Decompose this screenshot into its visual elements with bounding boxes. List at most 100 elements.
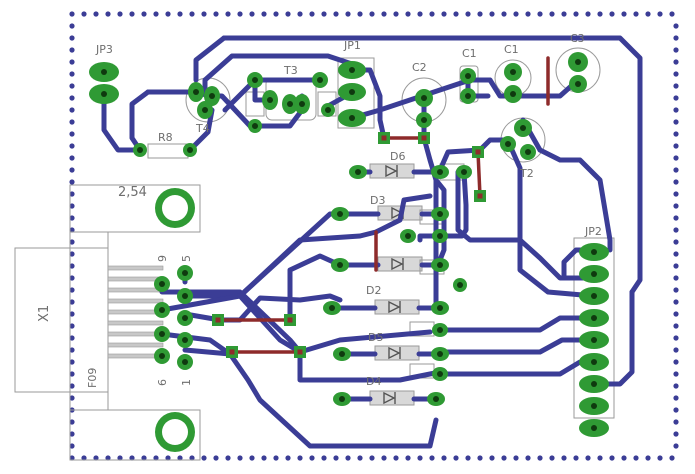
outline-dot bbox=[177, 11, 183, 17]
pad-d2-3-hole bbox=[437, 327, 443, 333]
outline-dot bbox=[69, 59, 75, 65]
pad-d3-3-hole bbox=[405, 233, 411, 239]
outline-dot bbox=[69, 251, 75, 257]
pad-t4-1-hole bbox=[193, 89, 199, 95]
pad-d5-1-hole bbox=[339, 351, 345, 357]
outline-dot bbox=[69, 167, 75, 173]
outline-dot bbox=[393, 11, 399, 17]
outline-dot bbox=[225, 455, 231, 461]
label-d5: D5 bbox=[368, 331, 383, 344]
pad-c1a-2-hole bbox=[465, 93, 471, 99]
pad-jumper-2-hole bbox=[287, 317, 293, 323]
outline-dot bbox=[657, 11, 663, 17]
outline-dot bbox=[673, 95, 679, 101]
label-d2: D2 bbox=[366, 284, 381, 297]
label-pin9: 9 bbox=[156, 255, 169, 262]
pad-jp2-6-hole bbox=[591, 359, 597, 365]
pad-c3-2-hole bbox=[575, 81, 581, 87]
outline-dot bbox=[69, 311, 75, 317]
outline-dot bbox=[609, 455, 615, 461]
outline-dot bbox=[69, 35, 75, 41]
outline-dot bbox=[417, 11, 423, 17]
outline-dot bbox=[69, 131, 75, 137]
pad-t3-3-hole bbox=[299, 101, 305, 107]
pad-d6-3-hole bbox=[461, 169, 467, 175]
outline-dot bbox=[429, 455, 435, 461]
label-pin5: 5 bbox=[180, 255, 193, 262]
pad-t3-5-hole bbox=[317, 77, 323, 83]
outline-dot bbox=[381, 11, 387, 17]
outline-dot bbox=[297, 11, 303, 17]
outline-dot bbox=[673, 83, 679, 89]
pad-jp2-2-hole bbox=[591, 271, 597, 277]
outline-dot bbox=[249, 11, 255, 17]
outline-dot bbox=[477, 11, 483, 17]
outline-dot bbox=[225, 11, 231, 17]
connector-x1 bbox=[14, 184, 201, 461]
label-c2: C2 bbox=[412, 61, 427, 74]
outline-dot bbox=[673, 119, 679, 125]
outline-dot bbox=[69, 179, 75, 185]
outline-dot bbox=[189, 11, 195, 17]
label-x1: X1 bbox=[37, 305, 52, 322]
pad-t2-3-hole bbox=[525, 149, 531, 155]
outline-dot bbox=[393, 455, 399, 461]
outline-dot bbox=[69, 371, 75, 377]
outline-dot bbox=[673, 275, 679, 281]
outline-dot bbox=[561, 11, 567, 17]
outline-dot bbox=[93, 11, 99, 17]
pad-x1-1-hole bbox=[182, 359, 188, 365]
pad-d-2-hole bbox=[437, 262, 443, 268]
board-outline bbox=[69, 11, 679, 461]
pad-jp2-9-hole bbox=[591, 425, 597, 431]
pad-jp1-2-hole bbox=[349, 89, 355, 95]
outline-dot bbox=[673, 287, 679, 293]
outline-dot bbox=[673, 239, 679, 245]
pad-jumper-4-hole bbox=[297, 349, 303, 355]
outline-dot bbox=[69, 323, 75, 329]
outline-dot bbox=[633, 11, 639, 17]
outline-dot bbox=[573, 11, 579, 17]
outline-dot bbox=[489, 455, 495, 461]
outline-dot bbox=[657, 455, 663, 461]
outline-dot bbox=[673, 155, 679, 161]
outline-dot bbox=[81, 11, 87, 17]
pad-r8-2-hole bbox=[187, 147, 193, 153]
pad-t2-2-hole bbox=[505, 141, 511, 147]
outline-dot bbox=[673, 47, 679, 53]
pad-t3-2-hole bbox=[287, 101, 293, 107]
outline-dot bbox=[81, 455, 87, 461]
label-jp2: JP2 bbox=[584, 225, 602, 238]
outline-dot bbox=[69, 299, 75, 305]
outline-dot bbox=[69, 347, 75, 353]
label-c3: C3 bbox=[570, 32, 585, 45]
pad-d5-2-hole bbox=[437, 351, 443, 357]
pad-jumper-6-hole bbox=[421, 135, 427, 141]
pad-x1-2-hole bbox=[182, 337, 188, 343]
outline-dot bbox=[597, 455, 603, 461]
pad-c1b-2-hole bbox=[510, 91, 516, 97]
pad-jumper-3-hole bbox=[229, 349, 235, 355]
outline-dot bbox=[237, 455, 243, 461]
pad-r8-1-hole bbox=[137, 147, 143, 153]
pad-d-3-hole bbox=[457, 282, 463, 288]
outline-dot bbox=[69, 23, 75, 29]
outline-dot bbox=[513, 455, 519, 461]
outline-dot bbox=[369, 11, 375, 17]
outline-dot bbox=[141, 11, 147, 17]
outline-dot bbox=[321, 455, 327, 461]
pad-t4-2-hole bbox=[209, 93, 215, 99]
outline-dot bbox=[153, 11, 159, 17]
outline-dot bbox=[117, 455, 123, 461]
outline-dot bbox=[673, 371, 679, 377]
outline-dot bbox=[549, 11, 555, 17]
pad-d6-2-hole bbox=[437, 169, 443, 175]
pad-jp2-7-hole bbox=[591, 381, 597, 387]
label-c1b: C1 bbox=[504, 43, 519, 56]
outline-dot bbox=[669, 11, 675, 17]
pad-d5-3-hole bbox=[437, 371, 443, 377]
outline-dot bbox=[69, 275, 75, 281]
outline-dot bbox=[477, 455, 483, 461]
pad-x1-4-hole bbox=[182, 293, 188, 299]
